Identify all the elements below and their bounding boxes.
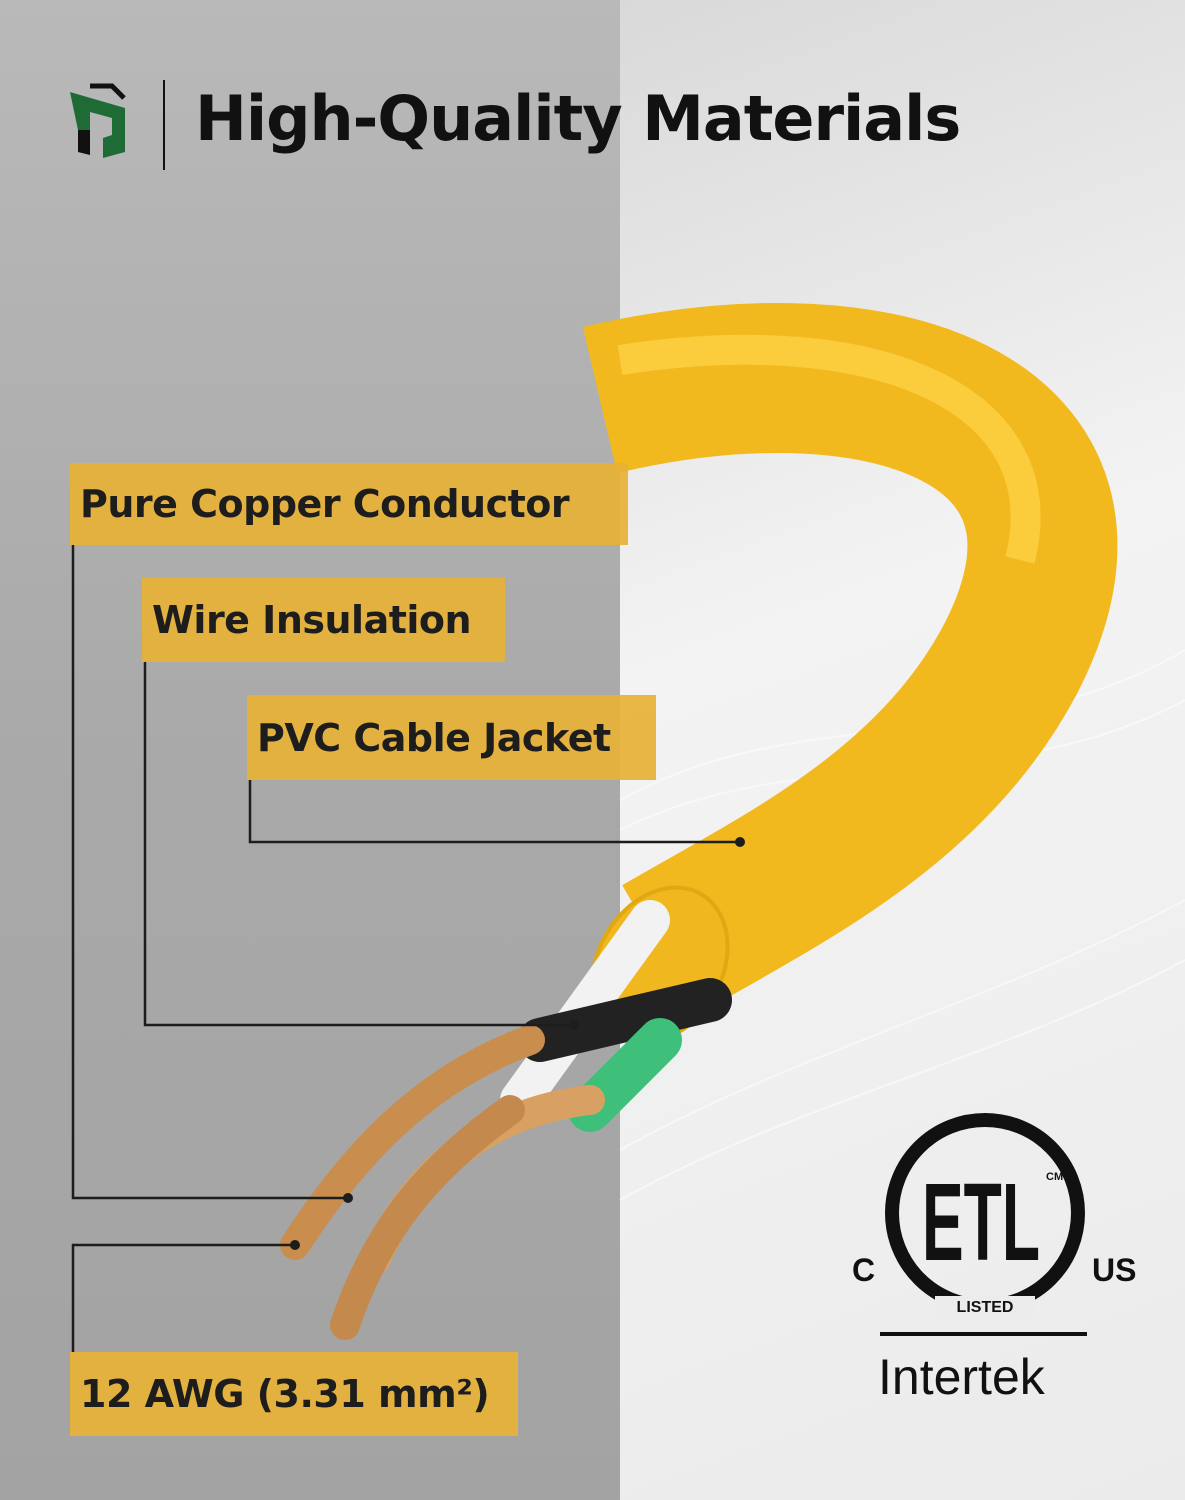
header-divider (163, 80, 165, 170)
brand-logo-icon (70, 83, 126, 158)
label-pure-copper-conductor: Pure Copper Conductor (70, 463, 628, 545)
label-wire-insulation: Wire Insulation (142, 578, 505, 662)
page-title: High-Quality Materials (195, 82, 961, 155)
label-wire-gauge: 12 AWG (3.31 mm²) (70, 1352, 518, 1436)
label-pvc-cable-jacket: PVC Cable Jacket (247, 695, 656, 780)
cable-highlight (617, 334, 1041, 564)
copper-strands (280, 1025, 605, 1340)
callout-lines (71, 545, 740, 1352)
etl-letters: ETL (922, 1161, 1040, 1284)
cable-jacket (582, 303, 1118, 1015)
intertek-brand: Intertek (878, 1349, 1045, 1405)
etl-us-mark: US (1092, 1252, 1137, 1288)
listed-text: LISTED (957, 1299, 1014, 1316)
black-wire (518, 978, 732, 1062)
etl-listed-mark-icon (885, 1113, 1085, 1318)
cm-mark: CM (1046, 1171, 1063, 1183)
etl-c-mark: C (852, 1252, 876, 1288)
callout-dots (290, 837, 745, 1250)
